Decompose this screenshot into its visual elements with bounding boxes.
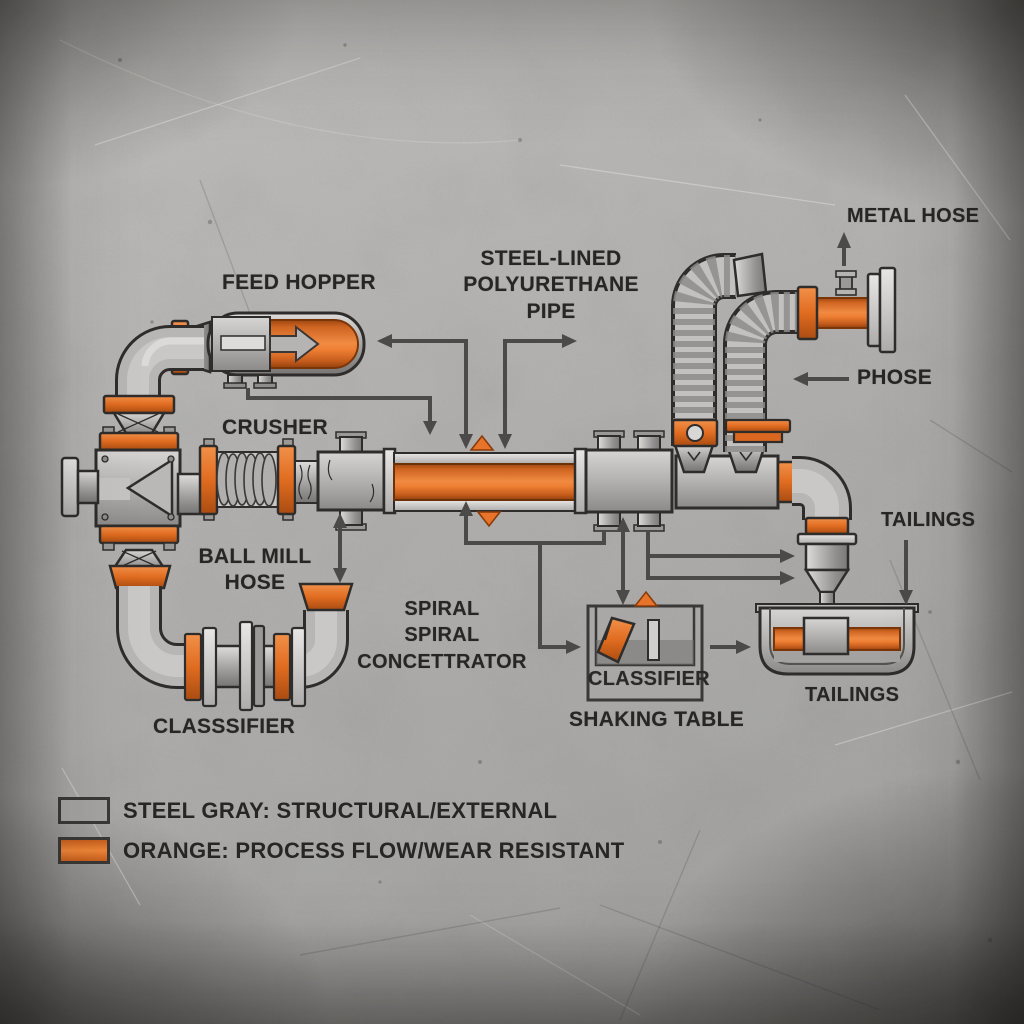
- flange: [276, 444, 297, 516]
- shaking-table-box: [586, 604, 704, 702]
- flange: [272, 632, 292, 702]
- flange: [98, 431, 180, 452]
- arrow-tailings-label: [899, 540, 913, 605]
- annotation-arrows: [246, 232, 913, 654]
- classifier-vane: [596, 616, 636, 664]
- flow-arrow-shape: [269, 324, 320, 364]
- flow-triangle-up: [633, 590, 659, 607]
- wear-ring: [776, 460, 796, 504]
- crusher-screw: [176, 438, 319, 521]
- flow-triangle-up: [469, 434, 495, 451]
- arrow-to-feed-hopper: [377, 334, 473, 449]
- hose-flange: [724, 418, 792, 434]
- label-feed-hopper: FEED HOPPER: [222, 271, 376, 294]
- bell-collar: [108, 564, 172, 590]
- collar: [804, 516, 850, 536]
- inlet-elbow: [115, 325, 204, 398]
- arrow-pipe-to-shaking-table: [459, 501, 606, 654]
- legend-swatch-steel-gray: [58, 797, 110, 824]
- label-ball-mill-hose: BALL MILL HOSE: [198, 544, 312, 597]
- arrow-metal-hose-label: [837, 232, 851, 266]
- classifier-slot: [647, 619, 660, 661]
- classifier-loop-pipe: [116, 582, 354, 712]
- feed-hopper: [170, 311, 366, 389]
- legend-label-orange: ORANGE: PROCESS FLOW/WEAR RESISTANT: [123, 837, 625, 863]
- arrow-to-hopper-funnel: [498, 334, 577, 449]
- label-metal-hose: METAL HOSE: [847, 205, 980, 227]
- arrows-to-tailings-elbow: [646, 531, 795, 585]
- flange: [198, 444, 219, 516]
- flow-triangle-down: [476, 511, 502, 528]
- label-ball-mill-line1: BALL MILL: [198, 545, 312, 568]
- corrugated-hose-right: [723, 290, 798, 452]
- scratch-marks: [59, 39, 1013, 1016]
- flange: [796, 285, 819, 341]
- flange: [183, 632, 203, 702]
- flow-direction-triangles: [469, 434, 659, 607]
- arrow-ball-mill-hose: [333, 513, 347, 583]
- flange: [102, 394, 176, 415]
- legend: STEEL GRAY: STRUCTURAL/EXTERNAL ORANGE: …: [58, 797, 624, 864]
- hose-manifold: [672, 440, 796, 510]
- label-shaking-table: SHAKING TABLE: [569, 708, 745, 731]
- label-classsifier: CLASSSIFIER: [153, 715, 296, 738]
- arrow-classifier-to-tank: [710, 640, 751, 654]
- orange-spool: [815, 297, 871, 329]
- coupling-block: [584, 430, 674, 532]
- label-phose: PHOSE: [857, 366, 933, 389]
- stub-flange: [60, 456, 80, 518]
- hose-open-end: [732, 252, 768, 298]
- steel-lined-main-pipe: [382, 447, 588, 515]
- tailings-tank: [755, 603, 919, 676]
- label-ball-mill-line2: HOSE: [224, 571, 286, 595]
- metal-hose-fitting: [796, 266, 897, 354]
- legend-item-steel-gray: STEEL GRAY: STRUCTURAL/EXTERNAL: [58, 797, 624, 824]
- label-steel-lined-line1: STEEL-LINED: [480, 247, 622, 270]
- junction-cube-assembly: [60, 394, 182, 590]
- polyurethane-liner: [393, 463, 577, 501]
- corrugated-hose-left: [671, 252, 768, 448]
- label-spiral-concentrator: SPIRAL SPIRAL CONCETTRATOR: [352, 596, 532, 675]
- label-classifier-box: CLASSIFIER: [588, 668, 710, 690]
- tank-gate: [802, 616, 850, 656]
- flange: [98, 524, 180, 545]
- end-flange-disc: [878, 266, 897, 354]
- legend-label-steel-gray: STEEL GRAY: STRUCTURAL/EXTERNAL: [123, 797, 558, 823]
- screw-flights: [216, 452, 277, 507]
- label-crusher: CRUSHER: [222, 416, 328, 439]
- arrow-hopper-to-pipe: [246, 388, 437, 435]
- label-tailings-pipe: TAILINGS: [881, 509, 976, 531]
- arrow-phose-label: [793, 372, 849, 386]
- label-spiral-line2: SPIRAL: [404, 624, 480, 647]
- legend-swatch-orange: [58, 837, 110, 864]
- specks: [118, 43, 993, 943]
- legend-item-orange: ORANGE: PROCESS FLOW/WEAR RESISTANT: [58, 837, 624, 864]
- label-steel-lined-pipe: STEEL-LINED POLYURETHANE PIPE: [437, 246, 665, 325]
- label-spiral-line3: CONCETTRATOR: [357, 650, 527, 673]
- arrow-coupling-to-classifier: [616, 517, 630, 605]
- tailings-elbow: [792, 456, 852, 520]
- label-spiral-line1: SPIRAL: [404, 598, 480, 620]
- label-tailings-tank: TAILINGS: [805, 684, 900, 706]
- bell-mouth: [298, 582, 354, 612]
- label-steel-lined-line2: POLYURETHANE PIPE: [463, 273, 639, 323]
